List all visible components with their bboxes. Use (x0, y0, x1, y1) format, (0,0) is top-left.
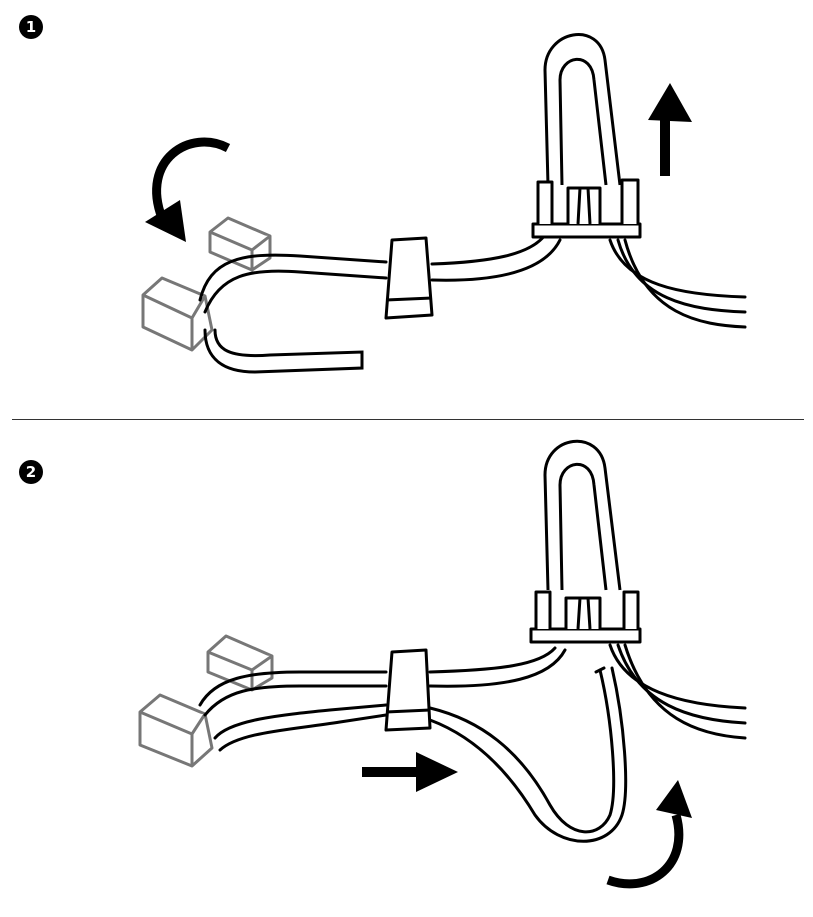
ghost-clip (140, 636, 272, 766)
right-arrow-icon (362, 752, 458, 792)
step-2-panel: 2 (0, 420, 813, 917)
cable-strip (200, 235, 745, 372)
up-arrow-icon (648, 83, 692, 176)
connector-housing (531, 592, 640, 642)
cable-strip (200, 645, 745, 841)
step-2-illustration (0, 420, 813, 917)
cable-slider (386, 650, 430, 730)
rotate-clockwise-arrow-icon (608, 780, 692, 884)
cable-loop (545, 35, 620, 185)
cable-loop (545, 441, 620, 590)
step-1-panel: 1 (0, 0, 813, 415)
cable-slider (386, 238, 432, 318)
connector-housing (533, 180, 640, 237)
step-1-illustration (0, 0, 813, 415)
